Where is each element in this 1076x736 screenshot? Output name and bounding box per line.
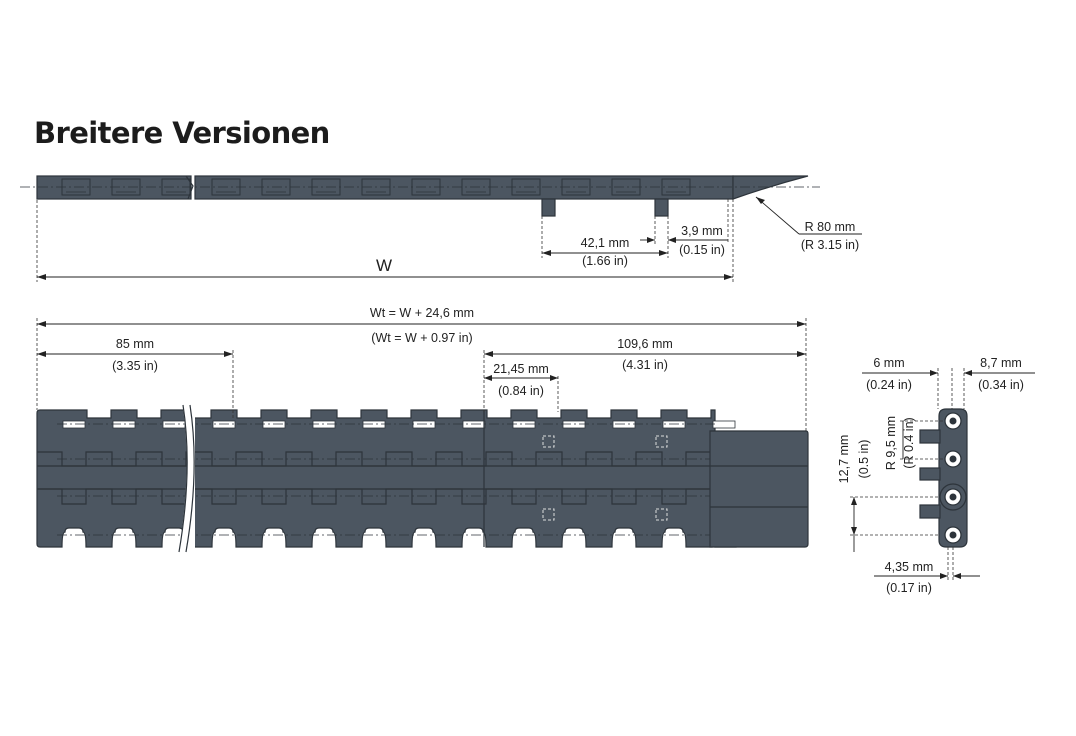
svg-text:(1.66 in): (1.66 in) (582, 254, 628, 268)
svg-text:3,9 mm: 3,9 mm (681, 224, 723, 238)
svg-text:(4.31 in): (4.31 in) (622, 358, 668, 372)
side-view-belt (919, 408, 968, 548)
guide-tab-2 (654, 198, 669, 217)
svg-text:12,7 mm: 12,7 mm (837, 435, 851, 484)
svg-text:(Wt = W + 0.97 in): (Wt = W + 0.97 in) (371, 331, 472, 345)
svg-text:(R 3.15 in): (R 3.15 in) (801, 238, 859, 252)
svg-text:W: W (376, 256, 392, 275)
dimension-radius-80mm: R 80 mm (R 3.15 in) (755, 196, 862, 252)
svg-text:(0.84 in): (0.84 in) (498, 384, 544, 398)
belt-section-left (36, 409, 187, 548)
guide-tab-1 (541, 198, 556, 217)
dimension-21-45mm: 21,45 mm (0.84 in) (484, 362, 558, 398)
svg-text:R 80 mm: R 80 mm (805, 220, 856, 234)
dimension-85mm: 85 mm (3.35 in) (37, 337, 233, 373)
svg-text:(R 0.4 in): (R 0.4 in) (902, 417, 916, 468)
svg-text:8,7 mm: 8,7 mm (980, 356, 1022, 370)
top-view-belt-strip (20, 175, 820, 217)
dimension-6mm: 6 mm (0.24 in) (862, 356, 938, 392)
svg-text:(0.34 in): (0.34 in) (978, 378, 1024, 392)
dimension-w: W (37, 256, 733, 280)
svg-text:(0.15 in): (0.15 in) (679, 243, 725, 257)
dimension-42-1mm: 42,1 mm (1.66 in) (542, 236, 668, 268)
belt-section-right (195, 409, 737, 548)
svg-text:6 mm: 6 mm (873, 356, 904, 370)
dimension-radius-9-5mm: R 9,5 mm (R 0.4 in) (884, 416, 916, 470)
belt-side-guide (709, 430, 809, 548)
svg-text:4,35 mm: 4,35 mm (885, 560, 934, 574)
dimension-12-7mm: 12,7 mm (0.5 in) (837, 435, 871, 552)
page-title: Breitere Versionen (34, 116, 330, 150)
hold-down-markers (542, 435, 668, 521)
svg-text:42,1 mm: 42,1 mm (581, 236, 630, 250)
svg-text:(0.24 in): (0.24 in) (866, 378, 912, 392)
svg-text:Wt = W + 24,6 mm: Wt = W + 24,6 mm (370, 306, 474, 320)
radius-edge (732, 175, 809, 200)
dimension-109-6mm: 109,6 mm (4.31 in) (484, 337, 806, 372)
dimension-4-35mm: 4,35 mm (0.17 in) (874, 560, 980, 595)
svg-text:(0.17 in): (0.17 in) (886, 581, 932, 595)
dimension-8-7mm: 8,7 mm (0.34 in) (964, 356, 1035, 392)
svg-text:R 9,5 mm: R 9,5 mm (884, 416, 898, 470)
svg-text:(3.35 in): (3.35 in) (112, 359, 158, 373)
svg-text:(0.5 in): (0.5 in) (857, 440, 871, 479)
dimension-3-9mm: 3,9 mm (0.15 in) (640, 224, 728, 257)
plan-view-belt (36, 404, 809, 553)
dimension-wt: Wt = W + 24,6 mm (Wt = W + 0.97 in) (37, 306, 806, 345)
svg-text:109,6 mm: 109,6 mm (617, 337, 673, 351)
svg-text:21,45 mm: 21,45 mm (493, 362, 549, 376)
svg-text:85 mm: 85 mm (116, 337, 154, 351)
belt-break-line (178, 404, 194, 553)
